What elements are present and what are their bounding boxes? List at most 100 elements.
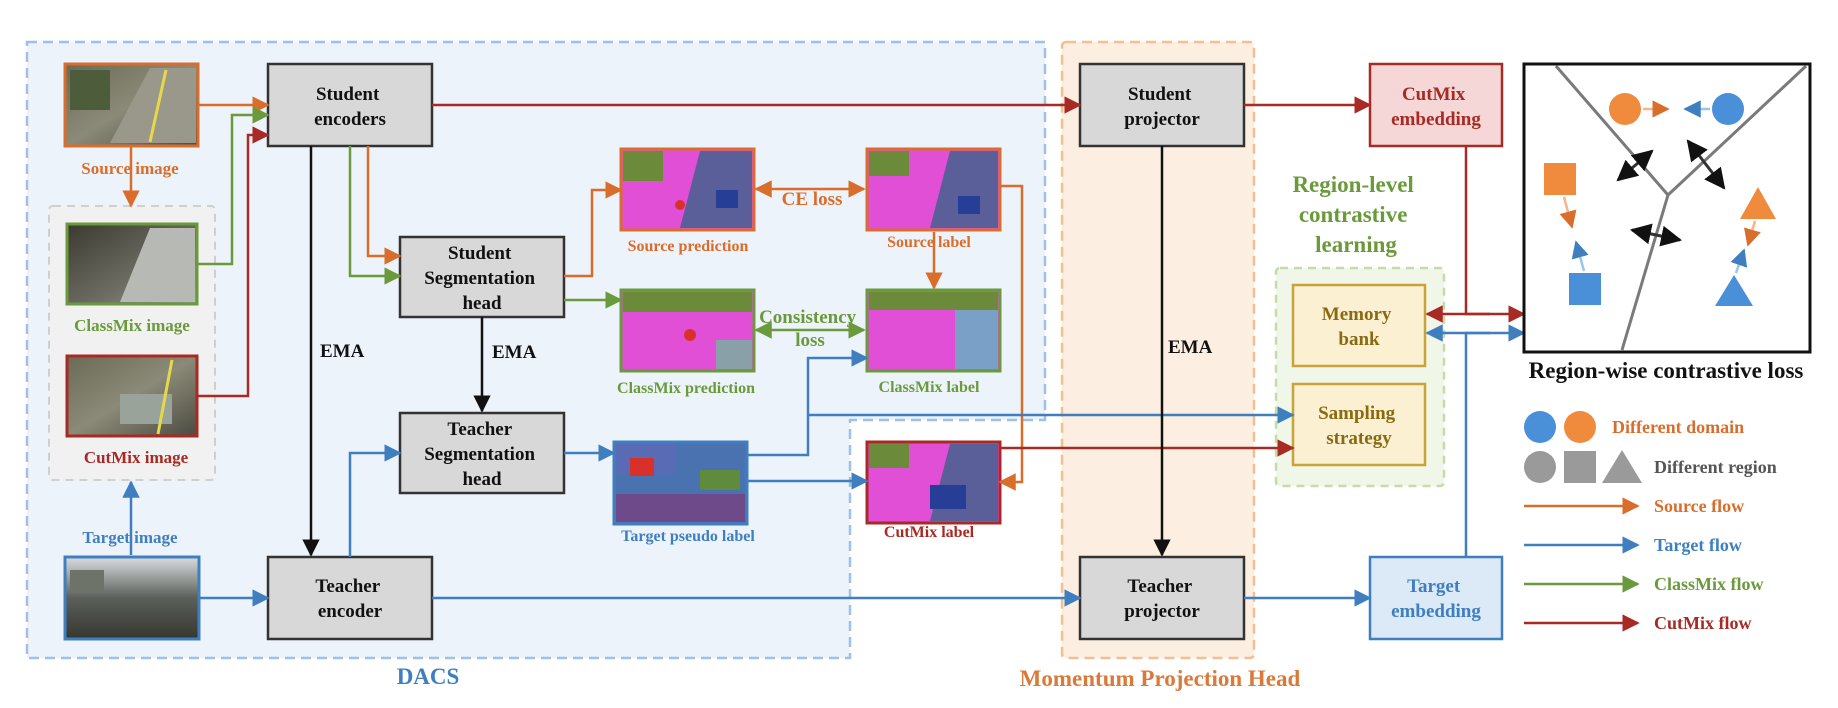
region-wise-panel: [1522, 62, 1812, 354]
arrow-seghead-to-source-pred: [564, 181, 623, 278]
cutmix-embedding-line1: CutMix: [1402, 84, 1466, 105]
cutmix-image-label: CutMix image: [84, 448, 189, 467]
blue-triangle-shape: [1715, 275, 1753, 306]
arrow-pseudo-to-classmix-label: [747, 349, 869, 457]
svg-text:Student encoders: Student encoders: [314, 84, 386, 130]
classmix-label-label: ClassMix label: [879, 379, 980, 396]
student-encoders-box: [266, 62, 434, 148]
teacher-seg-head-line3: head: [462, 469, 502, 490]
arrow-source-label-to-cutmix-label: [998, 184, 1024, 491]
dacs-label: DACS: [397, 664, 460, 689]
arrow-cutmix-to-encoder: [197, 126, 270, 398]
student-seg-head-line2: Segmentation: [424, 268, 535, 289]
svg-text:Sampling strategy: Sampling strategy: [1318, 403, 1400, 449]
blue-square-shape: [1569, 273, 1601, 305]
legend-gray-square: [1564, 451, 1596, 483]
svg-text:Student Segmentation h: Student Segmentation head: [424, 243, 540, 314]
teacher-seg-head-line2: Segmentation: [424, 444, 535, 465]
cutmix-label-label: CutMix label: [884, 524, 975, 541]
legend-gray-circle: [1524, 451, 1556, 483]
svg-text:Teacher projector: Teacher projector: [1124, 576, 1200, 622]
student-encoders-line2: encoders: [314, 109, 386, 130]
arrow-cutmix-embedding-to-loss: [1464, 146, 1526, 323]
legend-classmix-flow: ClassMix flow: [1654, 574, 1764, 594]
teacher-encoder-box: [266, 555, 434, 641]
teacher-seg-head-line1: Teacher: [447, 419, 512, 440]
source-prediction-map: [619, 147, 756, 232]
student-projector-line2: projector: [1124, 109, 1200, 130]
legend-cutmix-flow: CutMix flow: [1654, 613, 1752, 633]
memory-bank-line1: Memory: [1322, 304, 1392, 325]
arrow-classmix-to-encoder: [197, 106, 270, 266]
student-seg-head-line1: Student: [448, 243, 512, 264]
teacher-projector-line1: Teacher: [1127, 576, 1192, 597]
arrow-encoder-to-seghead-cls: [348, 146, 402, 285]
legend-target-flow: Target flow: [1654, 535, 1742, 555]
target-embedding-box: [1368, 555, 1504, 641]
classmix-prediction-label: ClassMix prediction: [617, 380, 755, 397]
target-embedding-line1: Target: [1407, 576, 1461, 597]
legend-different-region: Different region: [1654, 457, 1777, 477]
teacher-encoder-line1: Teacher: [315, 576, 380, 597]
student-encoders-line1: Student: [316, 84, 380, 105]
legend-orange-circle: [1564, 411, 1596, 443]
legend-different-domain: Different domain: [1612, 417, 1744, 437]
target-embedding-line2: embedding: [1391, 601, 1481, 622]
ema-label-projector: EMA: [1168, 337, 1213, 358]
sampling-strategy-line1: Sampling: [1318, 403, 1396, 424]
source-label-label: Source label: [887, 234, 971, 251]
momentum-head-label: Momentum Projection Head: [1020, 666, 1301, 691]
orange-triangle-shape: [1740, 187, 1776, 219]
svg-text:Target embedding: Target embedding: [1391, 576, 1481, 622]
teacher-projector-box: [1078, 555, 1246, 641]
memory-bank-line2: bank: [1338, 329, 1380, 350]
legend-gray-triangle: [1602, 450, 1642, 483]
cutmix-image: [65, 354, 199, 438]
source-label-map: [865, 147, 1002, 232]
svg-text:Student projector: Student projector: [1124, 84, 1200, 130]
student-projector-box: [1078, 62, 1246, 148]
region-level-line2: contrastive: [1299, 202, 1408, 227]
arrow-encoder-to-seghead-src: [366, 146, 402, 265]
target-image: [63, 555, 201, 641]
ema-label-head: EMA: [492, 342, 537, 363]
region-wise-loss-label: Region-wise contrastive loss: [1529, 358, 1804, 383]
blue-circle-shape: [1712, 93, 1744, 125]
classmix-image: [65, 222, 199, 306]
svg-text:CutMix embedding: CutMix embedding: [1391, 84, 1481, 130]
source-prediction-label: Source prediction: [628, 238, 749, 255]
cutmix-embedding-line2: embedding: [1391, 109, 1481, 130]
legend-source-flow: Source flow: [1654, 496, 1744, 516]
sampling-strategy-line2: strategy: [1326, 428, 1392, 449]
svg-text:Region-level contrastive: Region-level contrastive learning: [1292, 172, 1419, 257]
region-level-line3: learning: [1315, 232, 1397, 257]
legend: Different domain Different region Source…: [1524, 411, 1777, 633]
arrow-target-embedding-to-loss: [1464, 324, 1526, 557]
momentum-region: [1060, 40, 1256, 660]
sampling-strategy-box: [1291, 382, 1427, 467]
arrow-teacher-encoder-to-seghead: [348, 444, 402, 557]
classmix-image-label: ClassMix image: [74, 316, 190, 335]
ce-loss-label: CE loss: [782, 189, 843, 210]
teacher-encoder-line2: encoder: [318, 601, 383, 622]
source-image: [63, 62, 200, 148]
region-level-line1: Region-level: [1292, 172, 1413, 197]
teacher-projector-line2: projector: [1124, 601, 1200, 622]
classmix-label-map: [865, 288, 1002, 373]
legend-blue-circle: [1524, 411, 1556, 443]
consistency-loss-line1: Consistency: [759, 307, 857, 328]
target-pseudo-label-label: Target pseudo label: [621, 528, 755, 545]
consistency-loss-line2: loss: [795, 330, 825, 351]
student-seg-head-line3: head: [462, 293, 502, 314]
svg-text:Teacher encoder: Teacher encoder: [315, 576, 384, 622]
classmix-prediction-map: [619, 288, 756, 373]
orange-circle-shape: [1609, 93, 1641, 125]
cutmix-label-map: [865, 440, 1002, 525]
svg-text:Memory bank: Memory bank: [1322, 304, 1396, 350]
ema-label-encoder: EMA: [320, 341, 365, 362]
target-pseudo-label-map: [612, 440, 749, 526]
student-projector-line1: Student: [1128, 84, 1192, 105]
orange-square-shape: [1544, 163, 1576, 195]
svg-text:Teacher Segmentation h: Teacher Segmentation head: [424, 419, 540, 490]
